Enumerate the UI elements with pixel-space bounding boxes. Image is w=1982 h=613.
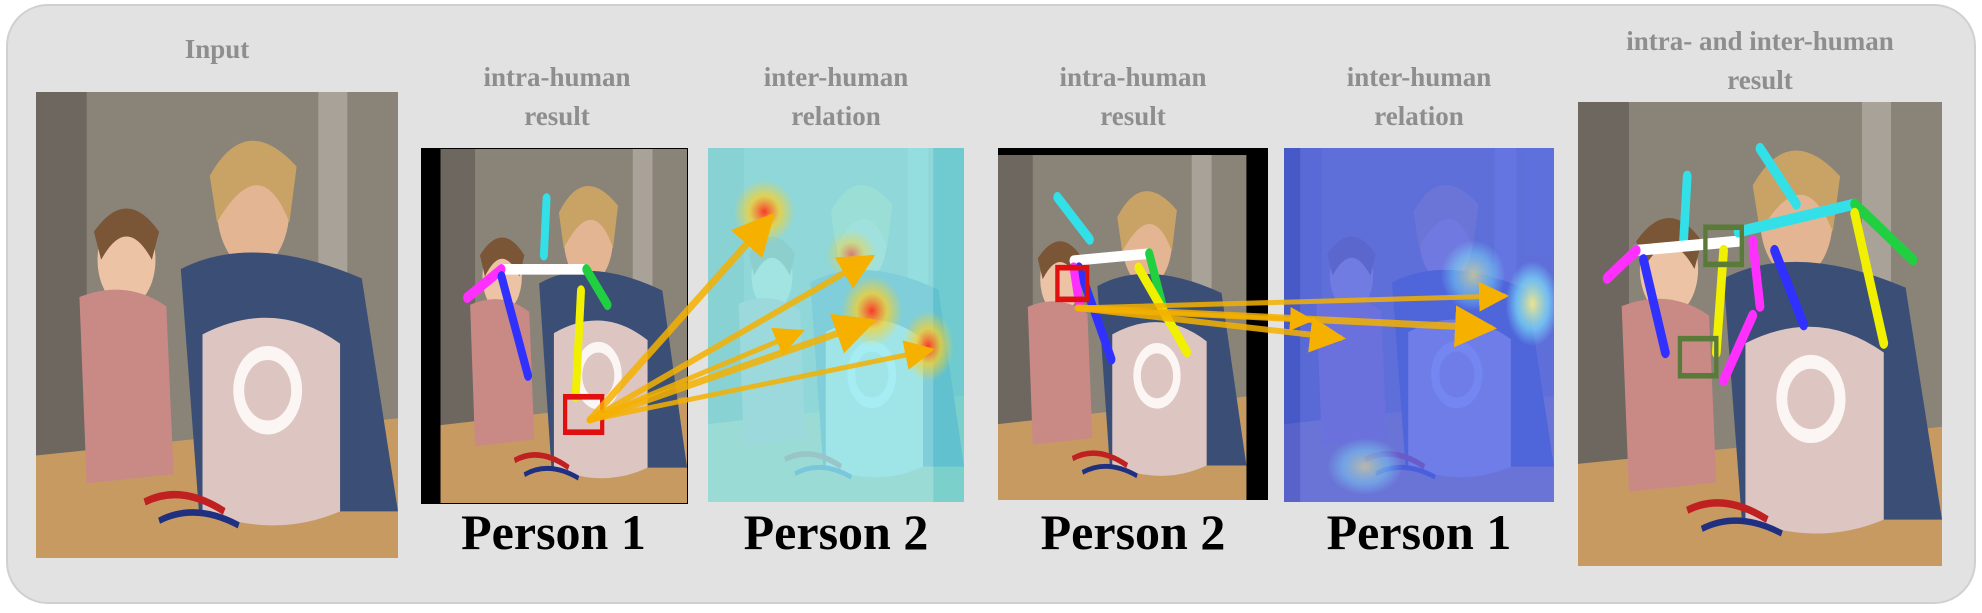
- label-person1-intra: Person 1: [461, 504, 646, 560]
- label-person1-inter: Person 1: [1326, 504, 1512, 560]
- header-input: Input: [184, 34, 250, 64]
- label-person2-intra: Person 2: [1040, 504, 1226, 560]
- final-result-photo: [1578, 102, 1942, 566]
- intra-human-result-person1: [421, 148, 688, 504]
- label-person2-inter: Person 2: [743, 504, 929, 560]
